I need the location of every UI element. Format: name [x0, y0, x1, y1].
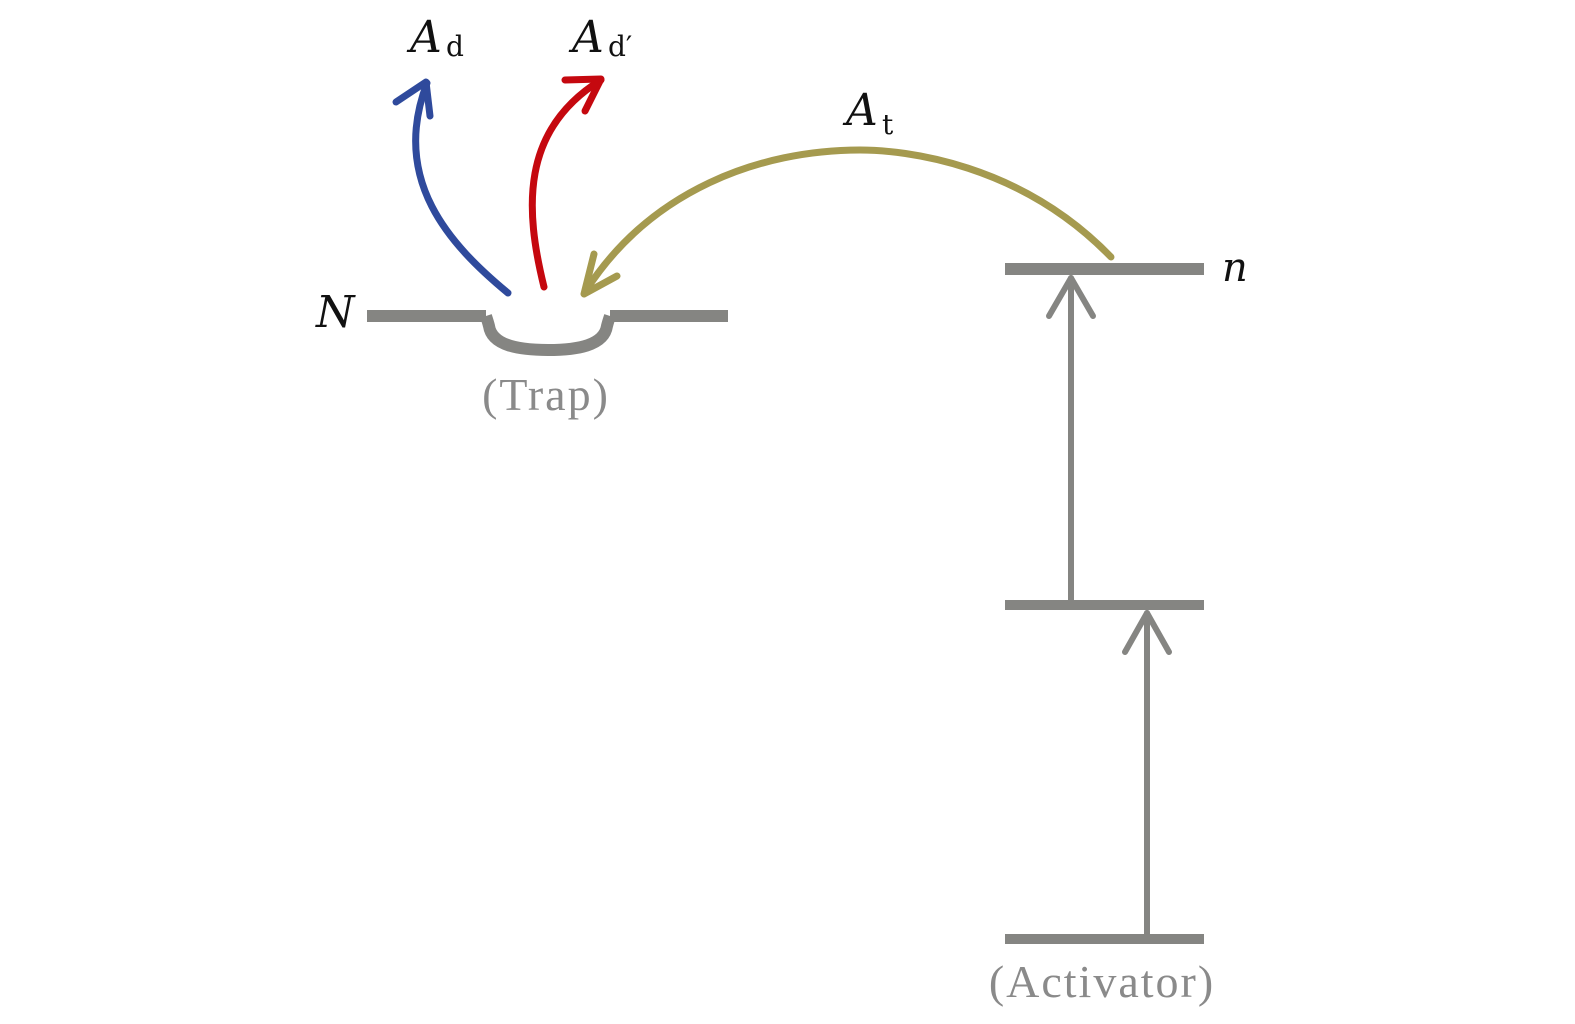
at-arrow-head	[580, 250, 621, 298]
activator-level-label: n	[1222, 245, 1248, 291]
at-label: A t	[842, 85, 894, 141]
excitation-arrow-lower-head	[1122, 610, 1172, 655]
at-label-main: A	[842, 85, 878, 136]
at-label-sub: t	[882, 108, 894, 141]
adprime-label: A d′	[568, 12, 632, 63]
activator-caption: (Activator)	[989, 956, 1215, 1007]
trap-caption: (Trap)	[482, 369, 610, 420]
ad-arrow-curve	[412, 79, 512, 297]
ad-arrow-head	[392, 78, 434, 120]
at-arrow-curve	[581, 146, 1115, 296]
ad-label-sub: d	[446, 30, 464, 63]
adprime-arrow-curve	[528, 76, 605, 291]
ad-label: A d	[406, 12, 464, 63]
adprime-arrow-head	[561, 75, 605, 115]
activator-levels	[1005, 263, 1204, 944]
ad-transition-arrow	[392, 78, 512, 297]
ad-label-main: A	[406, 12, 442, 63]
at-transfer-arrow	[580, 146, 1115, 298]
excitation-arrows	[1046, 275, 1172, 940]
adprime-label-sub: d′	[608, 30, 632, 63]
excitation-arrow-upper-head	[1046, 275, 1096, 319]
trap-level-label: N	[315, 287, 356, 338]
adprime-transition-arrow	[528, 75, 605, 291]
trap-level	[367, 310, 728, 357]
trap-level-dip	[480, 314, 616, 357]
adprime-label-main: A	[568, 12, 604, 63]
